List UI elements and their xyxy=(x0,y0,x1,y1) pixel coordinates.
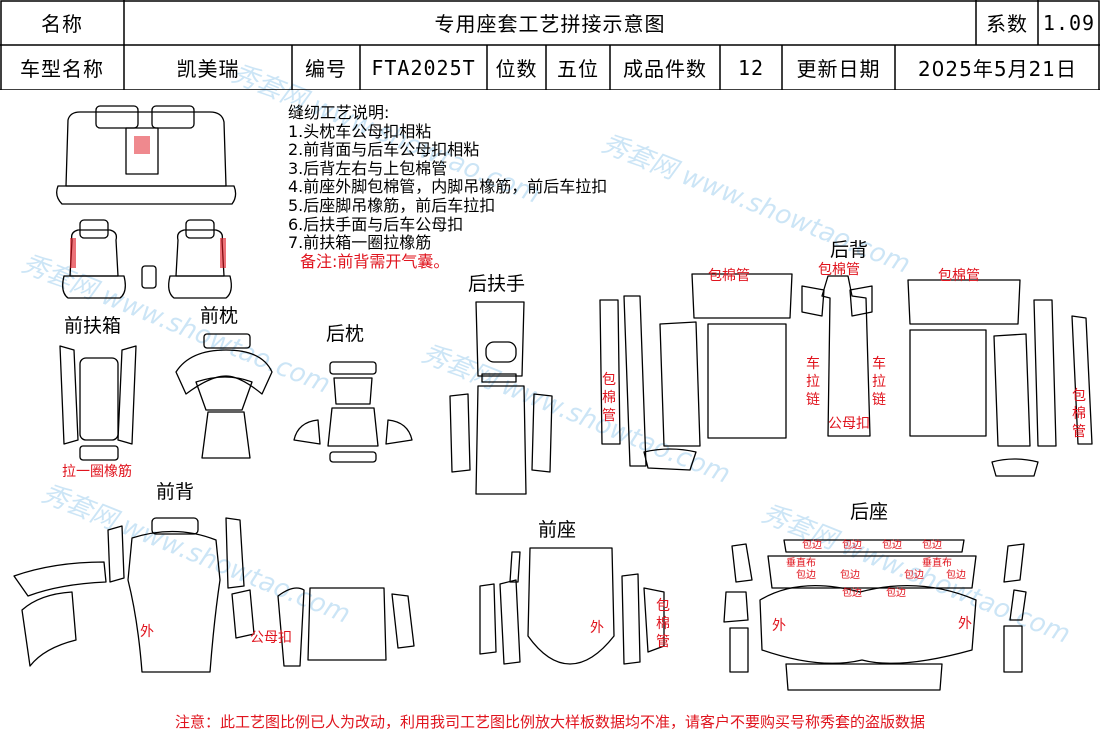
annotation-outer: 外 xyxy=(140,624,154,640)
header-grid xyxy=(0,0,1100,90)
overview-rear-bench xyxy=(56,105,237,205)
annotation-zipper-vertical: 拉 xyxy=(806,374,820,390)
code-label: 编号 xyxy=(305,57,347,81)
annotation-cotton-tube: 包棉管 xyxy=(938,267,980,284)
note-item: 3.后背左右与上包棉管 xyxy=(288,158,448,178)
annotation-tab: 垂直布 xyxy=(922,556,952,569)
pieces-label: 成品件数 xyxy=(623,57,707,81)
annotation-cotton-tube-vertical: 包 xyxy=(602,372,616,388)
label-rear-armrest: 后扶手 xyxy=(468,273,525,295)
notes-title: 缝纫工艺说明: xyxy=(288,103,390,122)
seats-value: 五位 xyxy=(557,57,599,81)
label-rear-back: 后背 xyxy=(830,239,868,261)
annotation-zipper-vertical: 链 xyxy=(872,392,886,408)
annotation-edge: 包边 xyxy=(882,538,902,551)
rear-headrest-pieces xyxy=(293,361,413,463)
annotation-edge: 包边 xyxy=(802,538,822,551)
overview-stitch-marks xyxy=(70,136,226,268)
label-front-armbox: 前扶箱 xyxy=(64,315,121,337)
annotation-edge: 包边 xyxy=(886,586,906,599)
label-front-seat: 前座 xyxy=(538,519,576,541)
annotation-cotton-tube-vertical: 管 xyxy=(602,408,616,424)
rear-back-pieces xyxy=(599,273,1093,477)
label-front-back: 前背 xyxy=(156,481,194,503)
annotation-outer: 外 xyxy=(958,616,972,632)
coefficient-label: 系数 xyxy=(986,12,1028,36)
front-seat-pieces xyxy=(479,547,665,665)
notes-remark: 备注:前背需开气囊。 xyxy=(300,251,450,271)
annotation-zipper-vertical: 拉 xyxy=(872,374,886,390)
annotation-snap: 公母扣 xyxy=(828,416,870,432)
annotation-cotton-tube: 包棉管 xyxy=(818,261,860,278)
annotation-zipper-vertical: 车 xyxy=(872,355,886,372)
coefficient-value: 1.09 xyxy=(1042,10,1096,35)
note-item: 7.前扶箱一圈拉橡筋 xyxy=(288,233,432,253)
annotation-cotton-tube-vertical: 包 xyxy=(656,598,670,614)
note-item: 6.后扶手面与后车公母扣 xyxy=(288,214,464,234)
annotation-tab: 垂直布 xyxy=(786,556,816,569)
annotation-edge: 包边 xyxy=(842,586,862,599)
model-value: 凯美瑞 xyxy=(176,57,240,81)
front-headrest-pieces xyxy=(175,333,273,459)
seats-label: 位数 xyxy=(495,57,538,81)
note-item: 5.后座脚吊橡筋，前后车拉扣 xyxy=(288,195,496,215)
rear-seat-pieces xyxy=(723,539,1027,691)
annotation-outer: 外 xyxy=(772,618,786,634)
note-item: 4.前座外脚包棉管，内脚吊橡筋，前后车拉扣 xyxy=(288,177,608,197)
annotation-zipper-vertical: 车 xyxy=(806,355,820,372)
name-label: 名称 xyxy=(41,12,83,36)
annotation-edge: 包边 xyxy=(796,568,816,581)
label-front-headrest: 前枕 xyxy=(200,305,238,327)
rear-armrest-pieces xyxy=(449,301,553,495)
annotation-edge: 包边 xyxy=(904,568,924,581)
updated-value: 2025年5月21日 xyxy=(917,57,1078,81)
footer-warning: 注意：此工艺图比例已人为改动，利用我司工艺图比例放大样板数据均不准，请客户不要购… xyxy=(174,712,925,731)
label-rear-headrest: 后枕 xyxy=(326,323,364,345)
overview-front-seats xyxy=(62,219,232,299)
sewing-notes: 缝纫工艺说明: 1.头枕车公母扣相粘 2.前背面与后车公母扣相粘 3.后背左右与… xyxy=(288,103,608,271)
annotation-zipper-vertical: 链 xyxy=(806,392,820,408)
front-armbox-pieces xyxy=(59,345,137,461)
annotation-edge: 包边 xyxy=(922,538,942,551)
annotation-cotton-tube-vertical: 管 xyxy=(656,634,670,650)
annotation-snap: 公母扣 xyxy=(250,630,292,646)
front-back-pieces xyxy=(13,517,415,673)
code-value: FTA2025T xyxy=(371,55,476,80)
annotation-cotton-tube-vertical: 棉 xyxy=(656,615,670,632)
updated-label: 更新日期 xyxy=(796,57,881,81)
pieces-value: 12 xyxy=(737,55,765,80)
annotation-pull-elastic: 拉一圈橡筋 xyxy=(62,463,132,480)
annotation-cotton-tube-vertical: 棉 xyxy=(1072,405,1086,422)
annotation-edge: 包边 xyxy=(840,568,860,581)
note-item: 2.前背面与后车公母扣相粘 xyxy=(288,140,480,160)
page-title: 专用座套工艺拼接示意图 xyxy=(434,12,666,36)
annotation-cotton-tube-vertical: 管 xyxy=(1072,424,1086,440)
annotation-edge: 包边 xyxy=(946,568,966,581)
label-rear-seat: 后座 xyxy=(850,501,888,523)
annotation-cotton-tube: 包棉管 xyxy=(708,267,750,284)
annotation-edge: 包边 xyxy=(842,538,862,551)
note-item: 1.头枕车公母扣相粘 xyxy=(288,121,432,141)
model-label: 车型名称 xyxy=(20,57,104,81)
annotation-cotton-tube-vertical: 棉 xyxy=(602,389,616,406)
annotation-outer: 外 xyxy=(590,620,604,636)
annotation-cotton-tube-vertical: 包 xyxy=(1072,388,1086,404)
